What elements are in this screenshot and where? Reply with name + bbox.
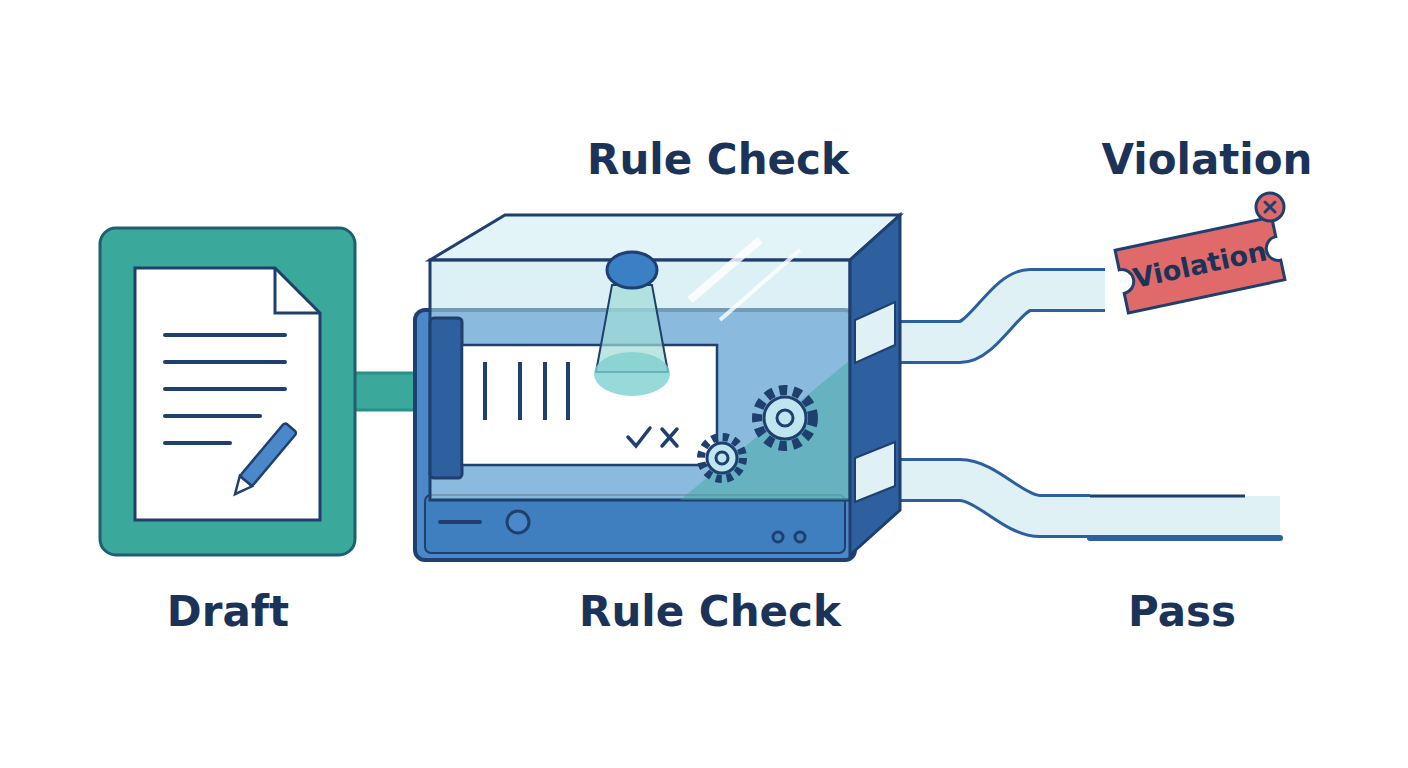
gear-icon [701, 437, 743, 479]
machine-light [773, 532, 783, 542]
machine-panel [425, 495, 845, 553]
scanned-paper [462, 345, 717, 465]
draft-box: Draft [100, 228, 355, 555]
glass-shine [690, 240, 760, 300]
machine-light [795, 532, 805, 542]
check-mark [628, 428, 650, 446]
draft-frame [100, 228, 355, 555]
channel-outline [355, 372, 415, 412]
close-badge [1256, 193, 1284, 221]
glass-front [430, 260, 850, 500]
glass-top [430, 215, 900, 260]
pass-tray [1090, 496, 1280, 538]
node-heading: Violation [1037, 134, 1377, 186]
node-heading: Rule Check [540, 586, 880, 638]
machine-side [850, 215, 900, 555]
flow-channel [355, 391, 415, 392]
node-heading: Draft [58, 586, 398, 638]
machine-slot [440, 520, 480, 524]
document-icon [135, 268, 320, 520]
rule-check-machine: Rule CheckRule Check [415, 215, 865, 560]
scan-glow [594, 352, 670, 396]
node-heading: Pass [1012, 586, 1352, 638]
document-fold [275, 268, 320, 313]
output-slot [855, 442, 895, 502]
ticket-label: Violation [1028, 204, 1371, 326]
violation-output: ViolationViolation [1105, 200, 1295, 330]
pass-output: Pass [1090, 465, 1285, 555]
node-heading: Rule Check [548, 134, 888, 186]
paper-bars [485, 362, 568, 420]
gear-icon [757, 390, 813, 446]
cross-mark [662, 429, 677, 446]
scanner-head [607, 252, 657, 288]
pen-icon [229, 422, 297, 499]
channel-fill [355, 375, 415, 409]
document-lines [165, 335, 285, 443]
input-slot [430, 318, 462, 478]
output-slot [855, 302, 895, 363]
machine-button [507, 511, 529, 533]
glass-shine [720, 250, 800, 320]
